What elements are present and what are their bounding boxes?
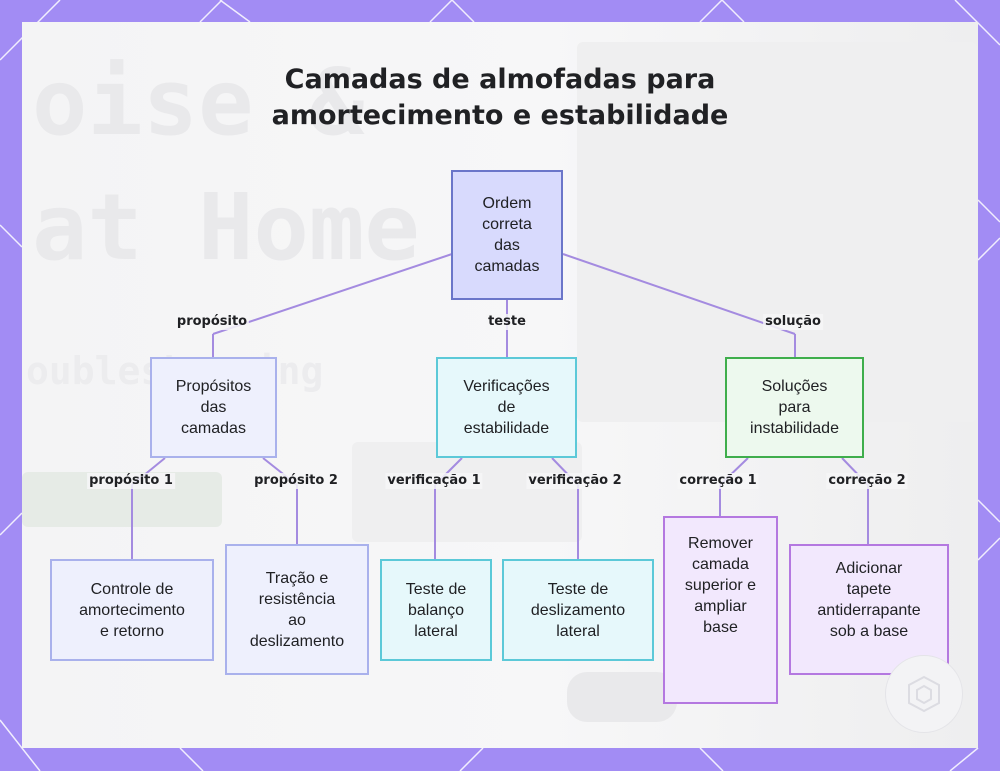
node-text: Adicionar <box>817 558 920 579</box>
node-text: estabilidade <box>463 418 549 439</box>
node-text: das <box>176 397 252 418</box>
edge-label-check-2: verificação 2 <box>526 473 623 489</box>
node-purposes: Propósitos das camadas <box>150 357 277 458</box>
edge-label-solution: solução <box>763 314 823 330</box>
node-text: camada <box>685 554 756 575</box>
logo-badge <box>885 655 963 733</box>
node-text: deslizamento <box>531 600 625 621</box>
node-text: ao <box>250 610 344 631</box>
node-text: Tração e <box>250 568 344 589</box>
node-text: para <box>750 397 839 418</box>
node-text: instabilidade <box>750 418 839 439</box>
node-control: Controle de amortecimento e retorno <box>50 559 214 661</box>
node-traction: Tração e resistência ao deslizamento <box>225 544 369 675</box>
node-root: Ordem correta das camadas <box>451 170 563 300</box>
node-text: lateral <box>406 621 466 642</box>
node-text: Ordem <box>475 193 540 214</box>
node-text: antiderrapante <box>817 600 920 621</box>
logo-badge-icon <box>904 674 944 714</box>
edge-label-purpose-2: propósito 2 <box>252 473 340 489</box>
node-slide: Teste de deslizamento lateral <box>502 559 654 661</box>
node-remove-layer: Remover camada superior e ampliar base <box>663 516 778 704</box>
edge-label-fix-2: correção 2 <box>826 473 907 489</box>
node-text: Verificações <box>463 376 549 397</box>
node-text: resistência <box>250 589 344 610</box>
node-text: camadas <box>176 418 252 439</box>
edge-label-purpose-1: propósito 1 <box>87 473 175 489</box>
node-text: amortecimento <box>79 600 185 621</box>
edge-label-fix-1: correção 1 <box>677 473 758 489</box>
node-text: Soluções <box>750 376 839 397</box>
node-text: de <box>463 397 549 418</box>
node-text: Teste de <box>406 579 466 600</box>
node-text: superior e <box>685 575 756 596</box>
node-solutions: Soluções para instabilidade <box>725 357 864 458</box>
node-balance: Teste de balanço lateral <box>380 559 492 661</box>
node-text: e retorno <box>79 621 185 642</box>
node-text: base <box>685 617 756 638</box>
node-text: das <box>475 235 540 256</box>
node-text: balanço <box>406 600 466 621</box>
node-text: camadas <box>475 256 540 277</box>
edge-label-purpose: propósito <box>175 314 249 330</box>
node-checks: Verificações de estabilidade <box>436 357 577 458</box>
edge-label-test: teste <box>486 314 528 330</box>
edge-label-check-1: verificação 1 <box>385 473 482 489</box>
edge-root-solutions <box>563 254 795 334</box>
node-text: Remover <box>685 533 756 554</box>
node-text: tapete <box>817 579 920 600</box>
node-text: lateral <box>531 621 625 642</box>
node-text: ampliar <box>685 596 756 617</box>
node-text: correta <box>475 214 540 235</box>
node-text: Propósitos <box>176 376 252 397</box>
node-text: Controle de <box>79 579 185 600</box>
node-text: sob a base <box>817 621 920 642</box>
node-text: Teste de <box>531 579 625 600</box>
node-text: deslizamento <box>250 631 344 652</box>
